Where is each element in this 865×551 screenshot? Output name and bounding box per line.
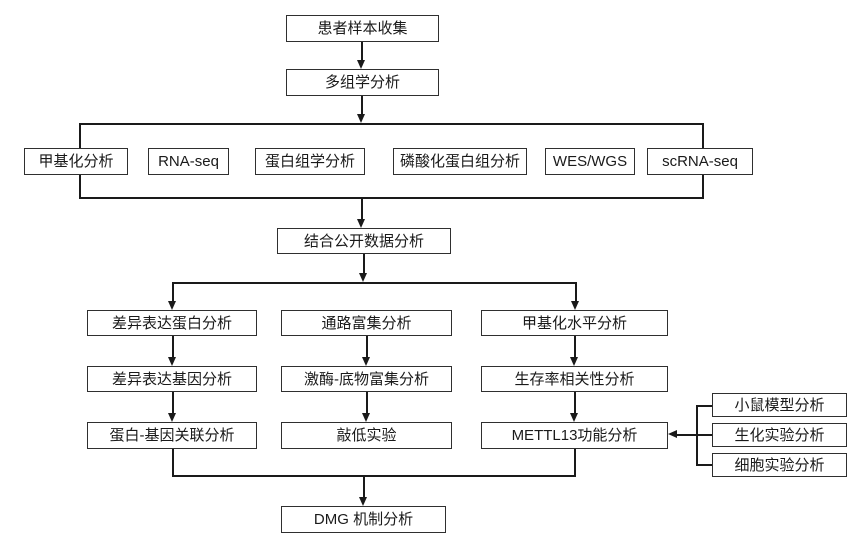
connector-line — [696, 405, 712, 407]
arrow-down-icon — [168, 413, 176, 422]
arrow-down-icon — [359, 273, 367, 282]
connector-line — [172, 336, 174, 357]
node-wes-wgs: WES/WGS — [545, 148, 635, 175]
node-survival-correlation-analysis: 生存率相关性分析 — [481, 366, 668, 392]
node-cell-experiment-analysis: 细胞实验分析 — [712, 453, 847, 477]
connector-line — [574, 392, 576, 413]
arrow-down-icon — [362, 357, 370, 366]
arrow-down-icon — [357, 219, 365, 228]
connector-line — [172, 282, 174, 301]
connector-line — [172, 449, 174, 476]
connector-line — [696, 464, 712, 466]
node-patient-sample-collection: 患者样本收集 — [286, 15, 439, 42]
node-mouse-model-analysis: 小鼠模型分析 — [712, 393, 847, 417]
arrow-down-icon — [168, 301, 176, 310]
node-methylation-level-analysis: 甲基化水平分析 — [481, 310, 668, 336]
node-multi-omics-analysis: 多组学分析 — [286, 69, 439, 96]
node-methylation-analysis: 甲基化分析 — [24, 148, 128, 175]
connector-line — [366, 336, 368, 357]
node-phosphoproteome-analysis: 磷酸化蛋白组分析 — [393, 148, 527, 175]
connector-line — [363, 475, 365, 497]
connector-line — [79, 123, 704, 125]
arrow-left-icon — [668, 430, 677, 438]
connector-line — [676, 434, 712, 436]
node-protein-gene-association-analysis: 蛋白-基因关联分析 — [87, 422, 257, 449]
arrow-down-icon — [362, 413, 370, 422]
node-dmg-mechanism-analysis: DMG 机制分析 — [281, 506, 446, 533]
connector-line — [575, 282, 577, 301]
connector-line — [361, 96, 363, 114]
connector-line — [79, 197, 704, 199]
arrow-down-icon — [570, 357, 578, 366]
node-pathway-enrichment-analysis: 通路富集分析 — [281, 310, 452, 336]
node-diff-expressed-gene-analysis: 差异表达基因分析 — [87, 366, 257, 392]
connector-line — [172, 392, 174, 413]
node-kinase-substrate-enrichment-analysis: 激酶-底物富集分析 — [281, 366, 452, 392]
node-rna-seq: RNA-seq — [148, 148, 229, 175]
arrow-down-icon — [571, 301, 579, 310]
arrow-down-icon — [357, 114, 365, 123]
connector-line — [361, 198, 363, 219]
connector-line — [574, 449, 576, 476]
arrow-down-icon — [357, 60, 365, 69]
node-mettl13-function-analysis: METTL13功能分析 — [481, 422, 668, 449]
node-biochemical-experiment-analysis: 生化实验分析 — [712, 423, 847, 447]
connector-line — [361, 42, 363, 61]
node-proteomics-analysis: 蛋白组学分析 — [255, 148, 365, 175]
arrow-down-icon — [168, 357, 176, 366]
node-knockdown-experiment: 敲低实验 — [281, 422, 452, 449]
node-diff-expressed-protein-analysis: 差异表达蛋白分析 — [87, 310, 257, 336]
connector-line — [363, 254, 365, 273]
connector-line — [574, 336, 576, 357]
connector-line — [172, 475, 576, 477]
node-scrna-seq: scRNA-seq — [647, 148, 753, 175]
connector-line — [366, 392, 368, 413]
arrow-down-icon — [570, 413, 578, 422]
node-public-data-analysis: 结合公开数据分析 — [277, 228, 451, 254]
connector-line — [172, 282, 576, 284]
arrow-down-icon — [359, 497, 367, 506]
